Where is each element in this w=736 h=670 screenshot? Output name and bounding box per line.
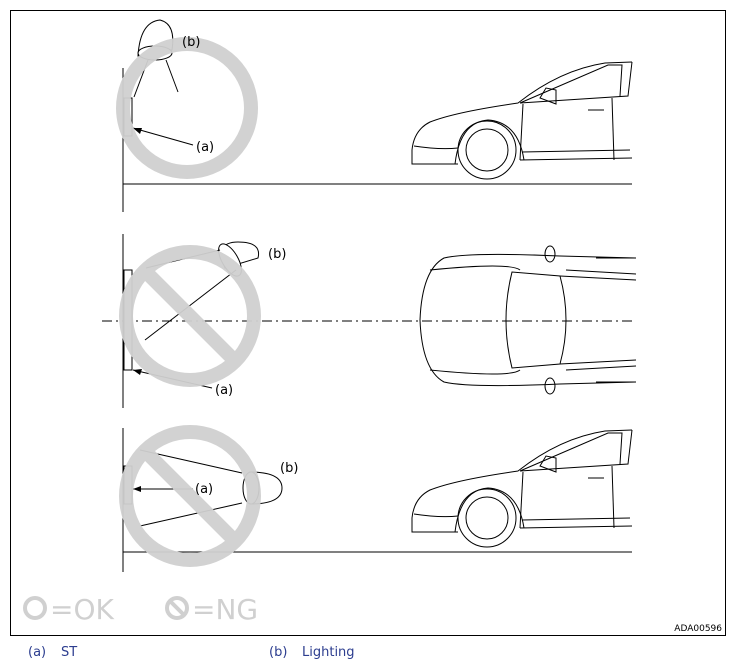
ng-text: =NG (192, 593, 258, 626)
label-b-bottom: (b) (280, 461, 298, 476)
panel-side-view-top: (b) (a) (116, 19, 633, 212)
label-b-mid: (b) (268, 247, 286, 262)
ng-symbol-icon (165, 596, 189, 620)
prohibition-sign (119, 425, 261, 567)
legend-item-a: (a) ST (28, 645, 77, 660)
vehicle-side-icon (411, 429, 633, 548)
ok-text: =OK (50, 593, 115, 626)
prohibition-sign (119, 245, 261, 387)
prohibition-sign (116, 37, 258, 179)
legend-value: ST (61, 645, 78, 660)
vehicle-side-icon (411, 61, 633, 180)
label-a-mid: (a) (215, 383, 233, 398)
diagram-frame (10, 10, 726, 636)
panel-side-view-bottom: (b) (a) (119, 425, 633, 572)
label-a-top: (a) (196, 140, 214, 155)
panel-top-view: (b) (a) (102, 234, 637, 408)
label-b-top: (b) (182, 35, 200, 50)
vehicle-top-icon (419, 245, 637, 395)
ok-symbol-icon (23, 596, 47, 620)
label-a-bottom: (a) (195, 482, 213, 497)
legend-key: (b) (269, 645, 288, 660)
figure-code: ADA00596 (674, 624, 722, 634)
legend-item-b: (b) Lighting (269, 645, 355, 660)
legend-key: (a) (28, 645, 47, 660)
legend-value: Lighting (302, 645, 355, 660)
ok-ng-key: =OK =NG (23, 593, 258, 626)
